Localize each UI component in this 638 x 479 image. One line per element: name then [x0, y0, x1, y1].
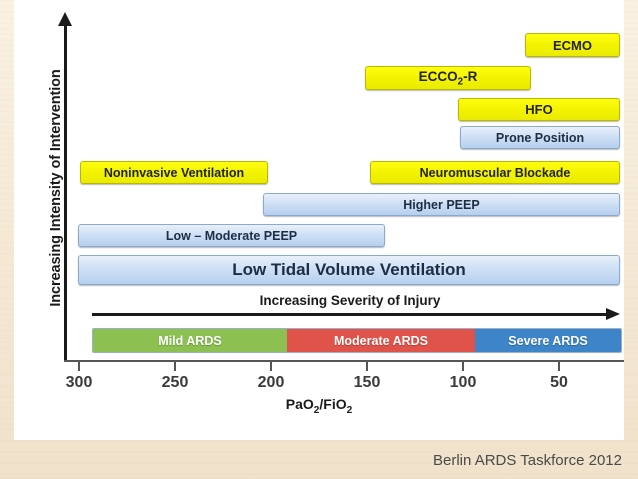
- x-tick-100: [462, 362, 464, 371]
- intervention-bar-higher-peep[interactable]: Higher PEEP: [263, 193, 620, 216]
- x-tick-250: [174, 362, 176, 371]
- severity-label: Moderate ARDS: [334, 333, 428, 348]
- x-axis-line: [64, 360, 624, 362]
- intervention-bar-neuromuscular-blockade[interactable]: Neuromuscular Blockade: [370, 161, 620, 184]
- intervention-label: Prone Position: [495, 130, 585, 145]
- intervention-bar-ecco2r[interactable]: ECCO2-R: [365, 66, 531, 90]
- x-axis-label: PaO2/FiO2: [285, 396, 353, 416]
- intervention-label: Low Tidal Volume Ventilation: [232, 260, 466, 279]
- chart-canvas: Increasing Intensity of Intervention ECM…: [14, 0, 624, 440]
- intervention-label: HFO: [525, 102, 553, 117]
- y-axis-arrow-icon: [58, 12, 72, 26]
- y-axis-line: [64, 22, 67, 360]
- intervention-label: Low – Moderate PEEP: [165, 228, 298, 243]
- severity-segment-severe[interactable]: Severe ARDS: [475, 329, 621, 352]
- intervention-label: Neuromuscular Blockade: [419, 165, 571, 180]
- intervention-label: Higher PEEP: [403, 197, 480, 212]
- x-tick-200: [270, 362, 272, 371]
- x-tick-label-250: 250: [161, 374, 189, 391]
- severity-label: Mild ARDS: [158, 333, 222, 348]
- y-axis-label: Increasing Intensity of Intervention: [48, 69, 64, 307]
- severity-segment-mild[interactable]: Mild ARDS: [93, 329, 287, 352]
- x-tick-label-200: 200: [257, 374, 285, 391]
- x-tick-label-100: 100: [449, 374, 477, 391]
- severity-segment-moderate[interactable]: Moderate ARDS: [287, 329, 475, 352]
- x-tick-50: [558, 362, 560, 371]
- intervention-label: Noninvasive Ventilation: [103, 165, 245, 180]
- x-tick-label-50: 50: [550, 374, 568, 391]
- x-tick-label-150: 150: [353, 374, 381, 391]
- severity-arrow-label: Increasing Severity of Injury: [259, 293, 441, 308]
- x-tick-300: [78, 362, 80, 371]
- intervention-label: ECCO2-R: [418, 68, 478, 88]
- intervention-bar-prone-position[interactable]: Prone Position: [460, 126, 620, 149]
- intervention-bar-hfo[interactable]: HFO: [458, 98, 620, 121]
- intervention-bar-ecmo[interactable]: ECMO: [525, 33, 620, 57]
- intervention-bar-noninvasive-ventilation[interactable]: Noninvasive Ventilation: [80, 161, 268, 184]
- severity-label: Severe ARDS: [508, 333, 588, 348]
- intervention-bar-low-tidal-volume-ventilation[interactable]: Low Tidal Volume Ventilation: [78, 255, 620, 285]
- severity-arrow-head-icon: [606, 308, 620, 320]
- severity-category-band: Mild ARDS Moderate ARDS Severe ARDS: [92, 328, 622, 353]
- severity-arrow-line: [92, 313, 608, 316]
- x-tick-label-300: 300: [65, 374, 93, 391]
- intervention-bar-low-moderate-peep[interactable]: Low – Moderate PEEP: [78, 224, 385, 247]
- source-caption: Berlin ARDS Taskforce 2012: [433, 452, 622, 469]
- x-tick-150: [366, 362, 368, 371]
- intervention-label: ECMO: [553, 37, 592, 53]
